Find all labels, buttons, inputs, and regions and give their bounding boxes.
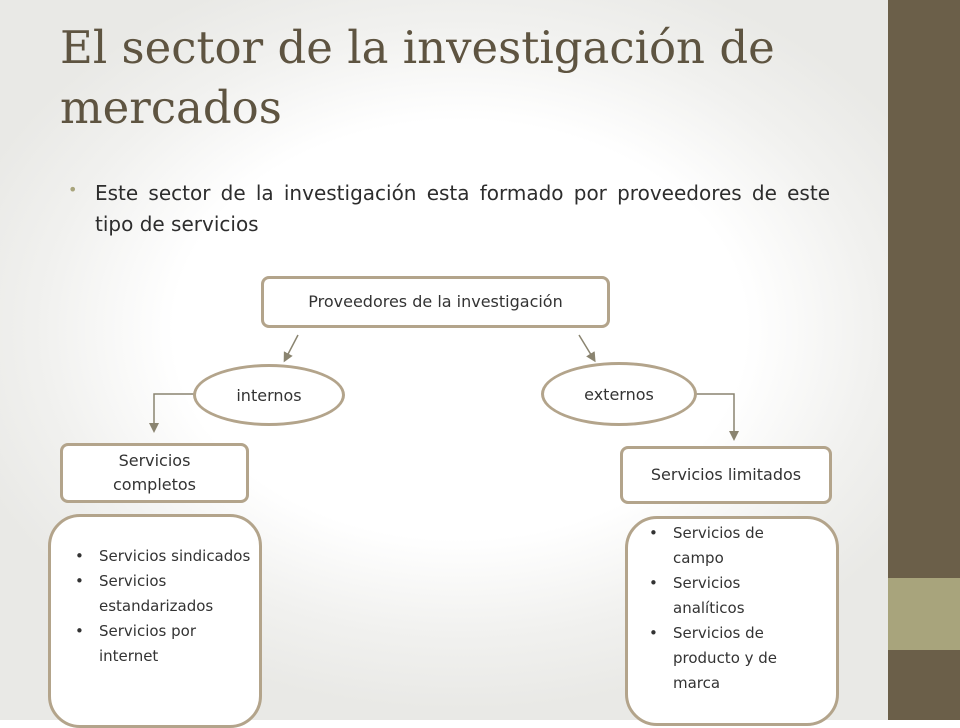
list-item: Servicios por internet xyxy=(71,619,256,669)
list-item: Servicios estandarizados xyxy=(71,569,256,619)
slide-bullet-text: Este sector de la investigación esta for… xyxy=(95,181,830,236)
internos-node: internos xyxy=(193,364,345,426)
connector-root-to-externos xyxy=(578,334,596,363)
connector-internos-to-completos xyxy=(149,393,194,433)
connector-root-to-internos xyxy=(283,334,299,363)
bullet-marker: • xyxy=(68,180,78,199)
list-item: Servicios de campo xyxy=(645,521,795,571)
root-node: Proveedores de la investigación xyxy=(261,276,610,328)
sidebar-band-accent xyxy=(888,578,960,650)
servicios-limitados-node: Servicios limitados xyxy=(620,446,832,504)
list-item: Servicios de producto y de marca xyxy=(645,621,795,696)
servicios-completos-node: Servicios completos xyxy=(60,443,249,503)
completos-list: Servicios sindicados Servicios estandari… xyxy=(71,544,256,669)
slide-title: El sector de la investigación de mercado… xyxy=(60,21,775,134)
limitados-list: Servicios de campo Servicios analíticos … xyxy=(645,521,795,696)
list-item: Servicios analíticos xyxy=(645,571,795,621)
sidebar-band-bottom xyxy=(888,650,960,720)
diagram-connectors xyxy=(149,334,739,441)
limitados-list-box: Servicios de campo Servicios analíticos … xyxy=(625,516,839,726)
completos-list-box: Servicios sindicados Servicios estandari… xyxy=(48,514,262,728)
sidebar-band-top xyxy=(888,0,960,578)
externos-node: externos xyxy=(541,362,697,426)
connector-externos-to-limitados xyxy=(694,393,739,441)
list-item: Servicios sindicados xyxy=(71,544,256,569)
